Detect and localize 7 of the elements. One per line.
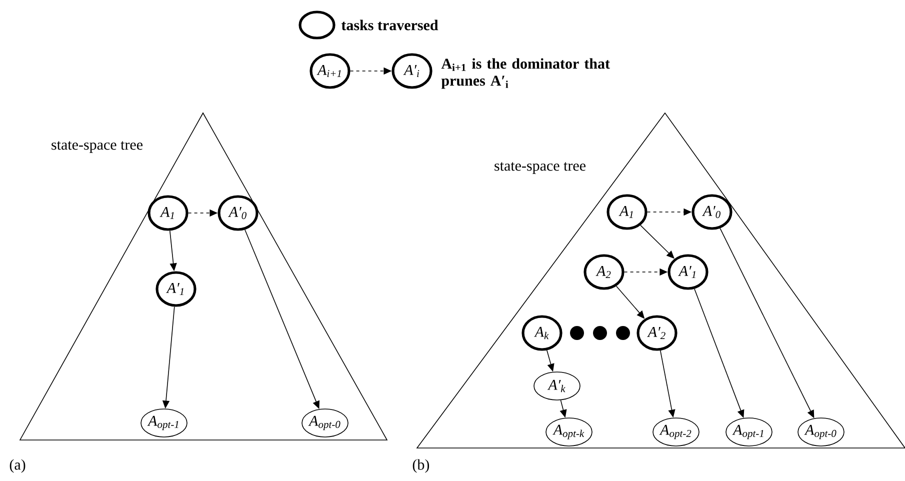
legend-text: tasks traversed xyxy=(341,20,438,30)
dot xyxy=(570,326,584,340)
dot xyxy=(593,326,607,340)
legend-text: A$_{i+1}$ is the dominator that prunes A′$_{i}$ xyxy=(441,58,610,89)
panel-label: (a) xyxy=(10,459,26,473)
panel-label: (b) xyxy=(412,459,430,473)
dot xyxy=(616,326,630,340)
